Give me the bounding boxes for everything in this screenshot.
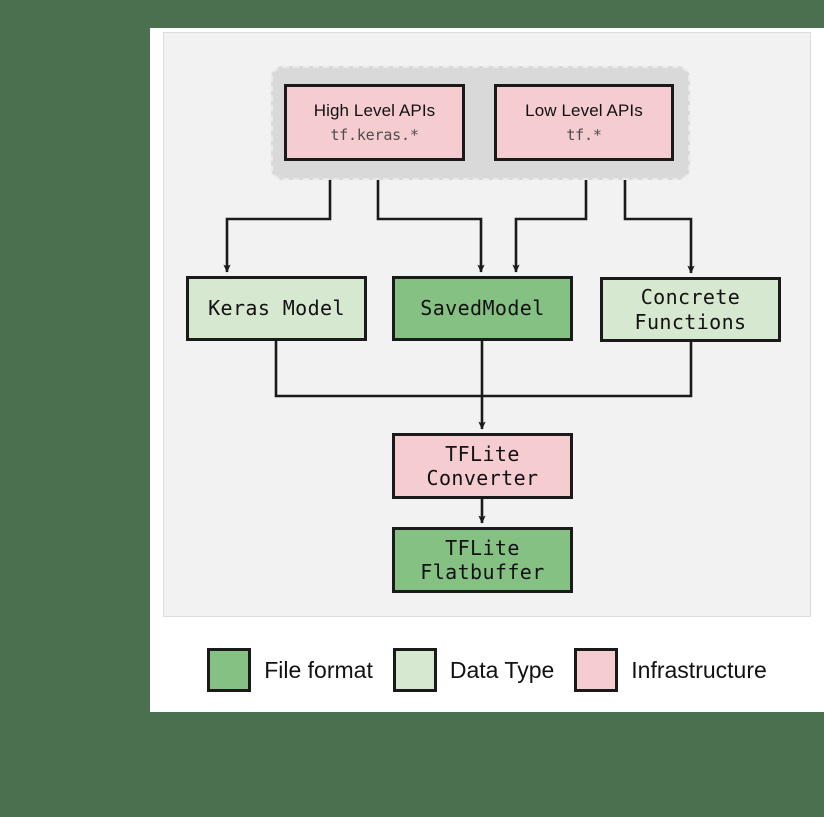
node-tflite-converter[interactable]: TFLite Converter	[392, 433, 573, 499]
flowchart: High Level APIs tf.keras.* Low Level API…	[150, 28, 824, 712]
legend-swatch-icon	[207, 648, 252, 692]
legend-label: Data Type	[449, 656, 555, 683]
node-low-level-apis[interactable]: Low Level APIs tf.*	[494, 84, 674, 161]
node-high-level-apis[interactable]: High Level APIs tf.keras.*	[284, 84, 465, 161]
connector-lines	[223, 161, 695, 524]
node-title: Keras Model	[208, 296, 345, 321]
legend-label: File format	[264, 656, 373, 683]
node-keras-model[interactable]: Keras Model	[186, 276, 367, 341]
node-title: TFLite Converter	[426, 441, 539, 490]
node-title: Concrete Functions	[634, 285, 747, 334]
node-subtitle: tf.*	[566, 125, 602, 144]
node-title: High Level APIs	[313, 100, 436, 120]
diagram-card: High Level APIs tf.keras.* Low Level API…	[150, 28, 824, 712]
legend-swatch-icon	[574, 648, 619, 692]
node-title: SavedModel	[420, 296, 545, 321]
legend-item-data-type: Data Type	[392, 648, 555, 692]
node-tflite-flatbuffer[interactable]: TFLite Flatbuffer	[392, 527, 573, 593]
node-concrete-functions[interactable]: Concrete Functions	[600, 277, 781, 342]
legend-item-file-format: File format	[207, 648, 373, 692]
legend-label: Infrastructure	[631, 656, 767, 683]
node-title: TFLite Flatbuffer	[420, 535, 545, 584]
node-saved-model[interactable]: SavedModel	[392, 276, 573, 341]
legend: File format Data Type Infrastructure	[150, 628, 824, 712]
node-subtitle: tf.keras.*	[330, 125, 419, 144]
node-title: Low Level APIs	[525, 100, 643, 120]
legend-item-infrastructure: Infrastructure	[574, 648, 767, 692]
legend-swatch-icon	[392, 648, 437, 692]
